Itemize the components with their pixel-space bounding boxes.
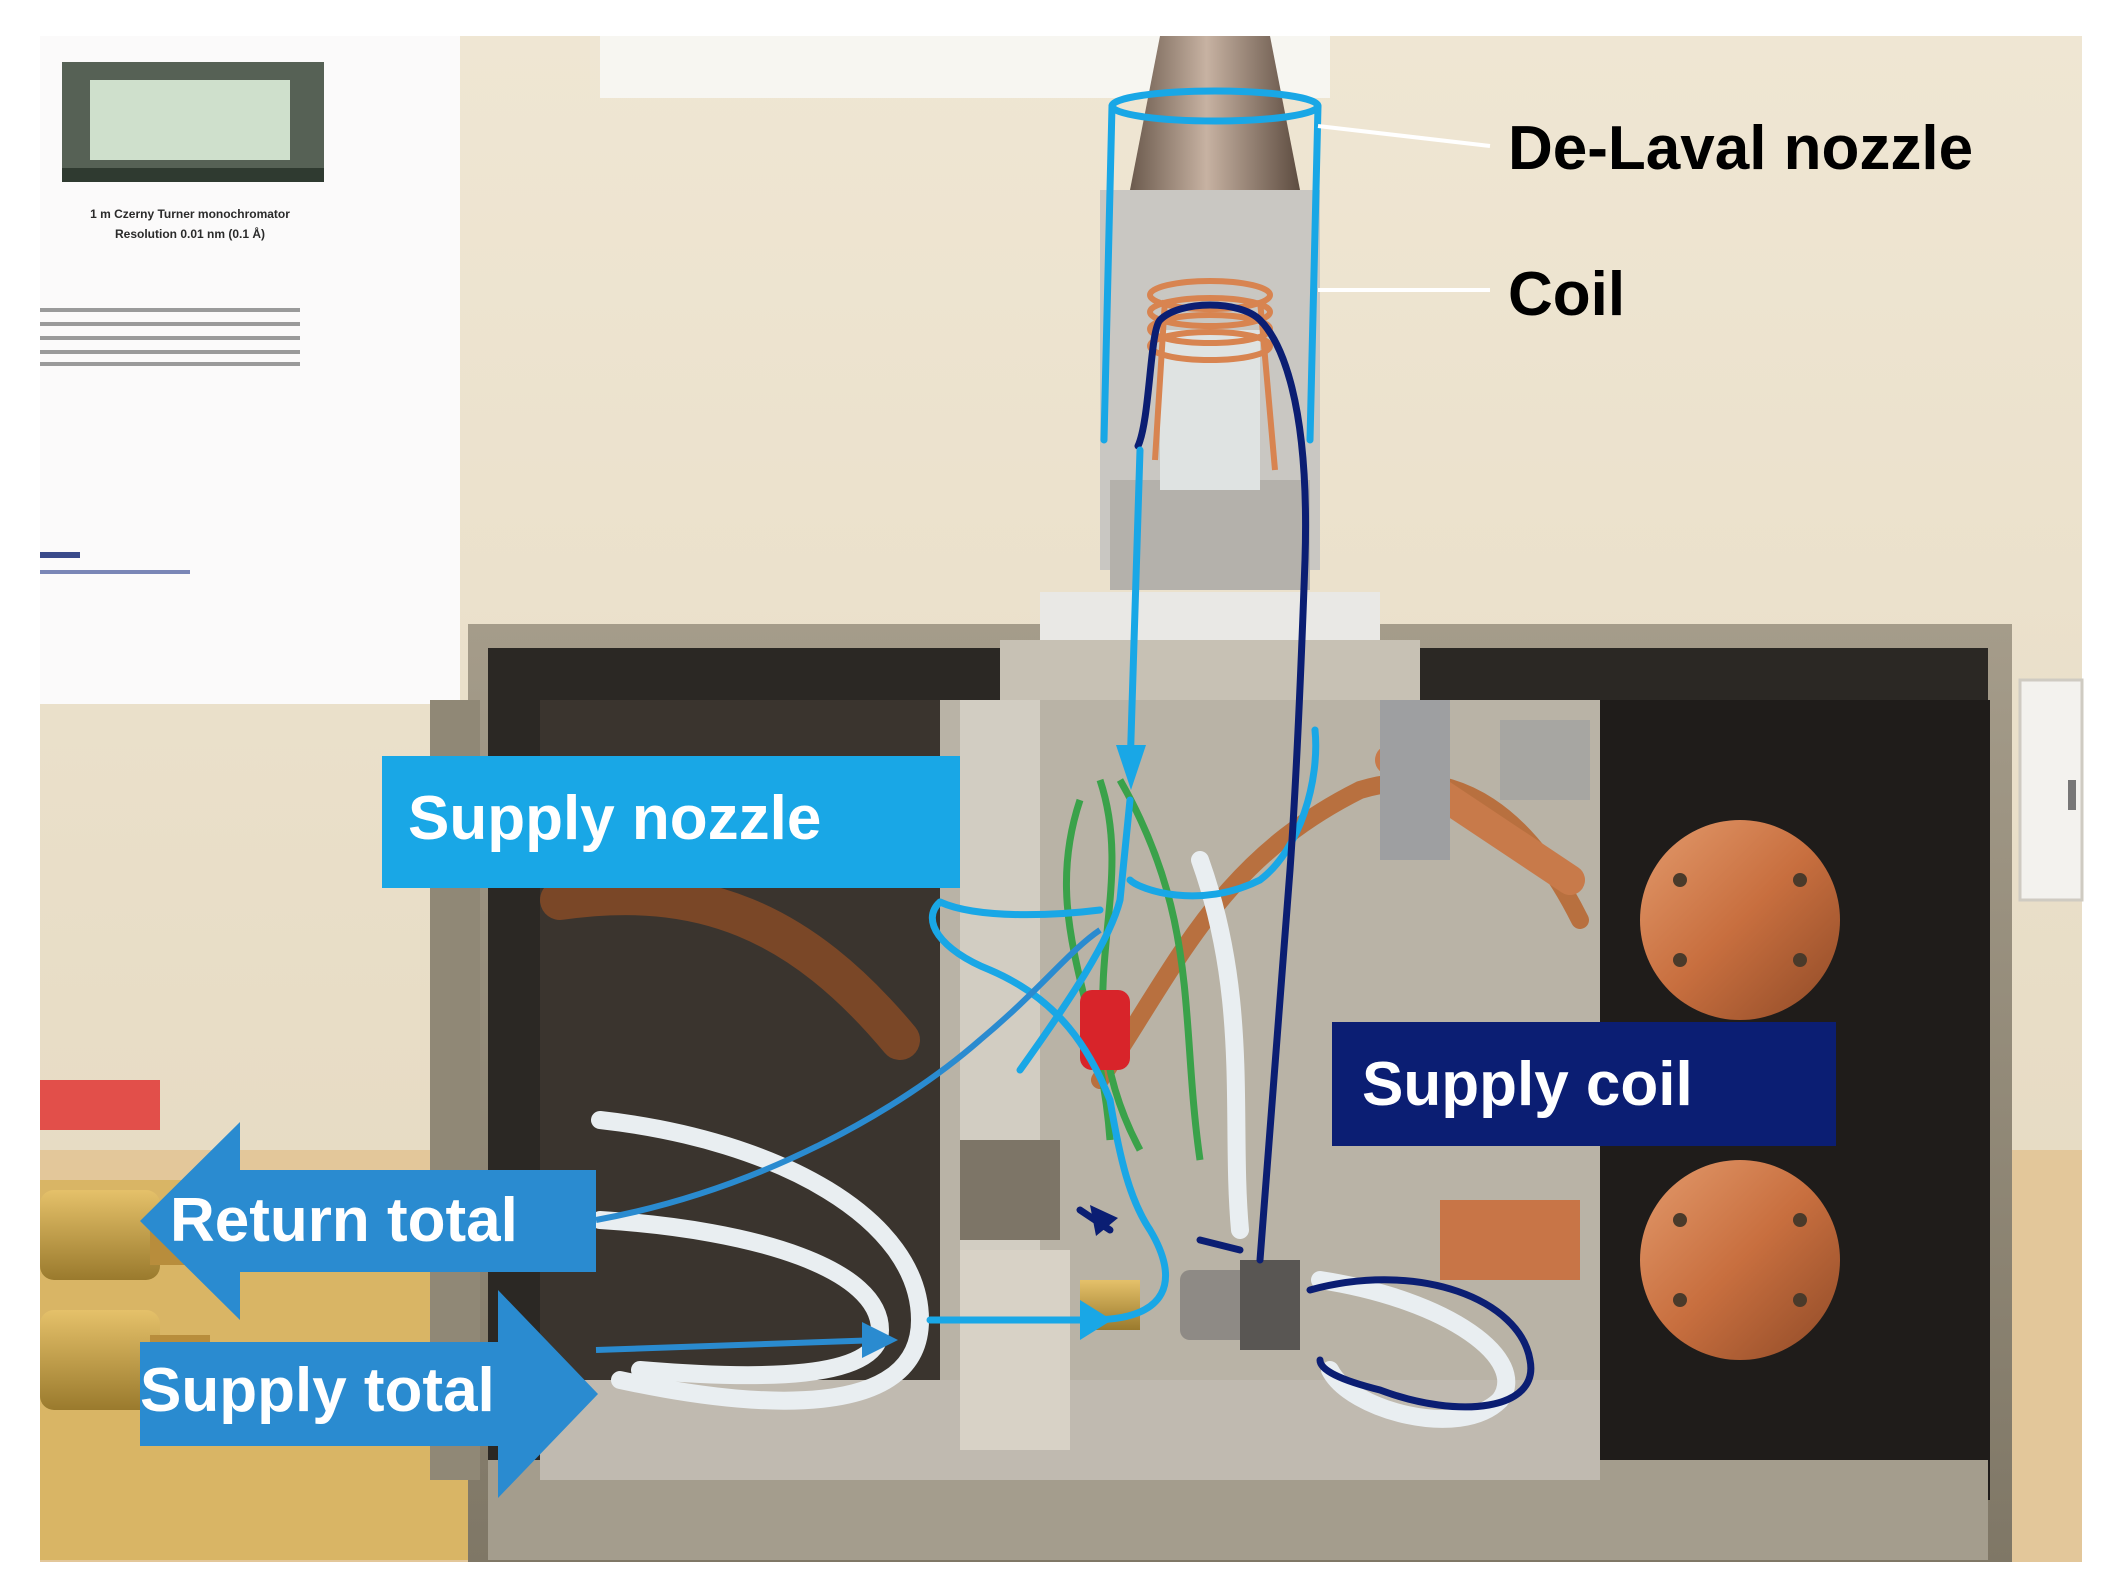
nozzle-cone [1130,36,1300,190]
supply-nozzle-line [926,446,1169,1324]
copper-capacitors [1440,820,1840,1360]
supply-coil-arrowhead [1090,1205,1118,1236]
label-supply-coil: Supply coil [1332,1022,1836,1146]
poster-caption-2: Resolution 0.01 nm (0.1 Å) [115,226,265,241]
label-coil: Coil [1508,260,1626,329]
return-total-line [595,927,1102,1223]
supply-total-line [595,1337,881,1353]
wall-socket [2018,678,2084,902]
label-de-laval-nozzle: De-Laval nozzle [1508,114,1974,183]
nozzle-leader [1317,124,1491,148]
supply-nozzle-arrowhead-2 [1080,1300,1112,1340]
valve-block [960,700,1590,1450]
return-total-arrow [140,1122,596,1320]
poster-caption-1: 1 m Czerny Turner monochromator [90,207,290,221]
supply-total-arrowhead [862,1322,898,1358]
red-sheet [40,1080,160,1130]
nozzle-highlight [1100,87,1322,900]
red-clip [1080,990,1130,1070]
label-return-total: Return total [170,1186,518,1255]
wall-poster: 1 m Czerny Turner monochromator Resoluti… [40,36,460,704]
supply-total-arrow [140,1290,598,1498]
label-supply-total: Supply total [140,1356,495,1425]
supply-nozzle-arrowhead [1116,745,1146,790]
label-supply-nozzle: Supply nozzle [382,756,960,888]
